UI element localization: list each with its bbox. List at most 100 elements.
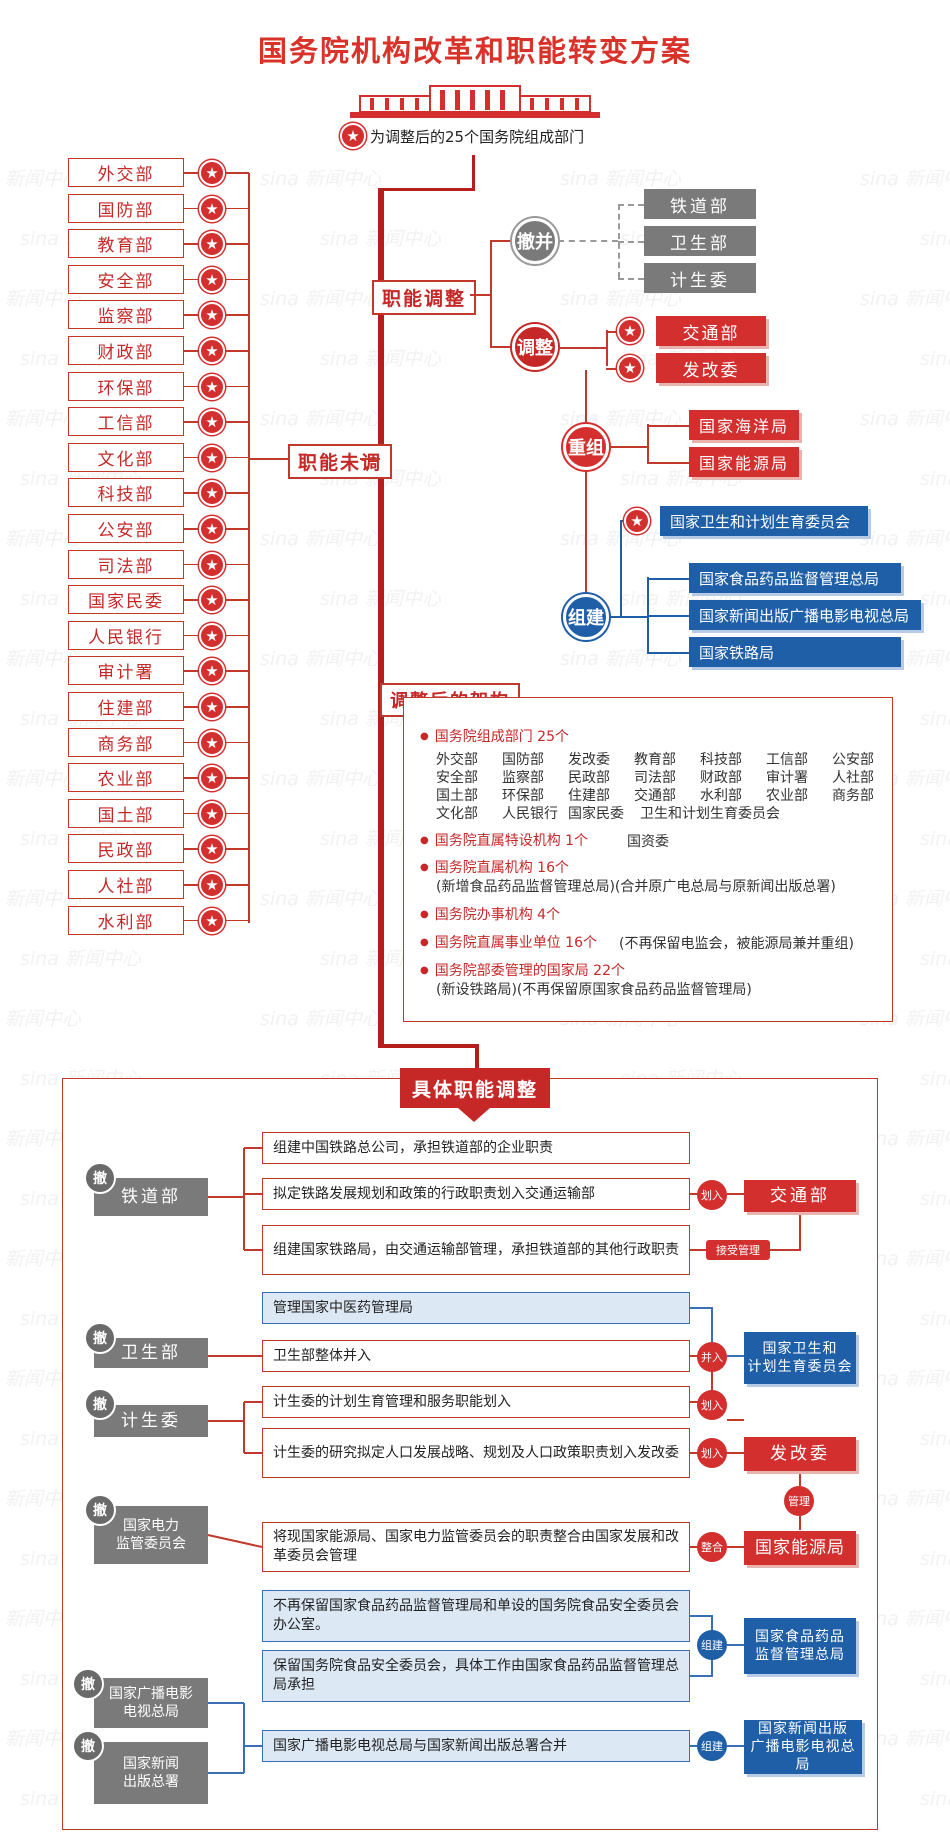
bracket-line <box>248 173 250 923</box>
dept-cell: 国防部 <box>502 752 544 768</box>
dept-cell: 水利部 <box>700 788 742 804</box>
connector <box>226 741 249 744</box>
dept-cell: 人社部 <box>832 770 874 786</box>
target-dept[interactable]: 发改委 <box>744 1437 856 1471</box>
reorganize-node: 重组 <box>563 424 609 470</box>
merge-connector <box>558 240 618 242</box>
bullet-特设机构: 国务院直属特设机构 1个 <box>420 830 588 850</box>
dept-文化部[interactable]: 文化部 <box>68 442 184 472</box>
adjust-label: 职能调整 <box>372 280 477 315</box>
dept-水利部[interactable]: 水利部 <box>68 905 184 935</box>
dept-司法部[interactable]: 司法部 <box>68 549 184 579</box>
branch-line <box>470 294 492 296</box>
star-icon: ★ <box>199 872 225 898</box>
dept-商务部[interactable]: 商务部 <box>68 727 184 757</box>
target-dept[interactable]: 国家能源局 <box>744 1531 856 1565</box>
star-icon: ★ <box>199 729 225 756</box>
connector <box>184 243 199 245</box>
established-国家卫生和计划生育委员会[interactable]: 国家卫生和计划生育委员会 <box>660 506 868 536</box>
adjust-row: 不再保留国家食品药品监督管理局和单设的国务院食品安全委员会办公室。 <box>262 1590 690 1642</box>
merged-铁道部[interactable]: 铁道部 <box>644 189 756 219</box>
star-icon: ★ <box>199 694 225 720</box>
connector <box>606 368 616 370</box>
connector <box>226 456 249 459</box>
adjust-row: 组建中国铁路总公司，承担铁道部的企业职责 <box>262 1132 690 1164</box>
dept-安全部[interactable]: 安全部 <box>68 264 184 294</box>
target-dept[interactable]: 交通部 <box>744 1180 856 1212</box>
reorg-国家海洋局[interactable]: 国家海洋局 <box>689 410 799 440</box>
dept-环保部[interactable]: 环保部 <box>68 371 184 401</box>
action-badge: 并入 <box>697 1342 727 1372</box>
dept-cell: 工信部 <box>766 752 808 768</box>
adjust-row: 保留国务院食品安全委员会，具体工作由国家食品药品监督管理总局承担 <box>262 1650 690 1702</box>
established-国家食品药品监督管理总局[interactable]: 国家食品药品监督管理总局 <box>689 563 901 593</box>
star-icon: ★ <box>617 318 643 344</box>
dept-国防部[interactable]: 国防部 <box>68 193 184 223</box>
reorg-国家能源局[interactable]: 国家能源局 <box>689 447 799 477</box>
branch-line <box>490 346 518 348</box>
dept-cell: 教育部 <box>634 752 676 768</box>
dept-财政部[interactable]: 财政部 <box>68 336 184 365</box>
connector <box>647 425 689 427</box>
connector <box>226 706 249 708</box>
adjusted-交通部[interactable]: 交通部 <box>656 316 766 346</box>
established-国家铁路局[interactable]: 国家铁路局 <box>689 637 901 667</box>
dept-cell: 公安部 <box>832 752 874 768</box>
source-dept[interactable]: 国家广播电影 电视总局 <box>94 1678 208 1728</box>
adjusted-发改委[interactable]: 发改委 <box>656 353 766 383</box>
connector <box>184 634 199 637</box>
action-badge: 划入 <box>697 1180 727 1210</box>
dept-公安部[interactable]: 公安部 <box>68 514 184 543</box>
connector <box>184 884 199 886</box>
dept-cell: 外交部 <box>436 752 478 768</box>
target-dept[interactable]: 国家新闻出版 广播电影电视总局 <box>744 1720 862 1774</box>
dept-农业部[interactable]: 农业部 <box>68 763 184 793</box>
source-dept[interactable]: 国家新闻 出版总署 <box>94 1742 208 1804</box>
dept-科技部[interactable]: 科技部 <box>68 478 184 508</box>
detail-title: 具体职能调整 <box>400 1068 550 1108</box>
note-国资委: 国资委 <box>627 834 669 850</box>
dept-住建部[interactable]: 住建部 <box>68 692 184 721</box>
dept-外交部[interactable]: 外交部 <box>68 158 184 187</box>
dept-监察部[interactable]: 监察部 <box>68 300 184 330</box>
target-dept[interactable]: 国家卫生和 计划生育委员会 <box>744 1332 856 1384</box>
withdraw-badge: 撤 <box>84 1162 116 1194</box>
connector <box>618 278 644 280</box>
dept-cell: 财政部 <box>700 770 742 786</box>
dept-人社部[interactable]: 人社部 <box>68 870 184 899</box>
star-icon: ★ <box>199 160 225 186</box>
connector <box>618 204 644 206</box>
merged-计生委[interactable]: 计生委 <box>644 263 756 293</box>
connector <box>226 421 249 423</box>
dept-国土部[interactable]: 国土部 <box>68 798 184 828</box>
note-事业单位: (不再保留电监会，被能源局兼并重组) <box>619 936 854 952</box>
trunk-line <box>378 188 475 191</box>
dept-cell: 商务部 <box>832 788 874 804</box>
target-dept[interactable]: 国家食品药品 监督管理总局 <box>744 1618 856 1674</box>
branch-line <box>609 616 649 618</box>
dept-国家民委[interactable]: 国家民委 <box>68 585 184 615</box>
established-国家新闻出版广播电影电视总局[interactable]: 国家新闻出版广播电影电视总局 <box>689 600 921 630</box>
dept-cell: 监察部 <box>502 770 544 786</box>
dept-人民银行[interactable]: 人民银行 <box>68 620 184 650</box>
star-icon: ★ <box>199 800 225 827</box>
adjust-row: 计生委的计划生育管理和服务职能划入 <box>262 1386 690 1418</box>
dept-审计署[interactable]: 审计署 <box>68 656 184 686</box>
connector <box>606 331 616 333</box>
merged-卫生部[interactable]: 卫生部 <box>644 226 756 256</box>
building-icon <box>350 85 600 118</box>
connector <box>184 812 199 815</box>
dept-民政部[interactable]: 民政部 <box>68 834 184 864</box>
withdraw-badge: 撤 <box>72 1668 104 1700</box>
dept-cell: 交通部 <box>634 788 676 804</box>
source-dept[interactable]: 国家电力 监管委员会 <box>94 1506 208 1564</box>
connector <box>226 599 249 601</box>
bullet-国家局: 国务院部委管理的国家局 22个 <box>420 960 625 980</box>
connector <box>226 919 249 922</box>
connector <box>226 563 249 566</box>
dept-教育部[interactable]: 教育部 <box>68 229 184 259</box>
connector <box>226 528 249 530</box>
dept-cell: 发改委 <box>568 752 610 768</box>
star-icon: ★ <box>199 266 225 293</box>
dept-工信部[interactable]: 工信部 <box>68 407 184 437</box>
